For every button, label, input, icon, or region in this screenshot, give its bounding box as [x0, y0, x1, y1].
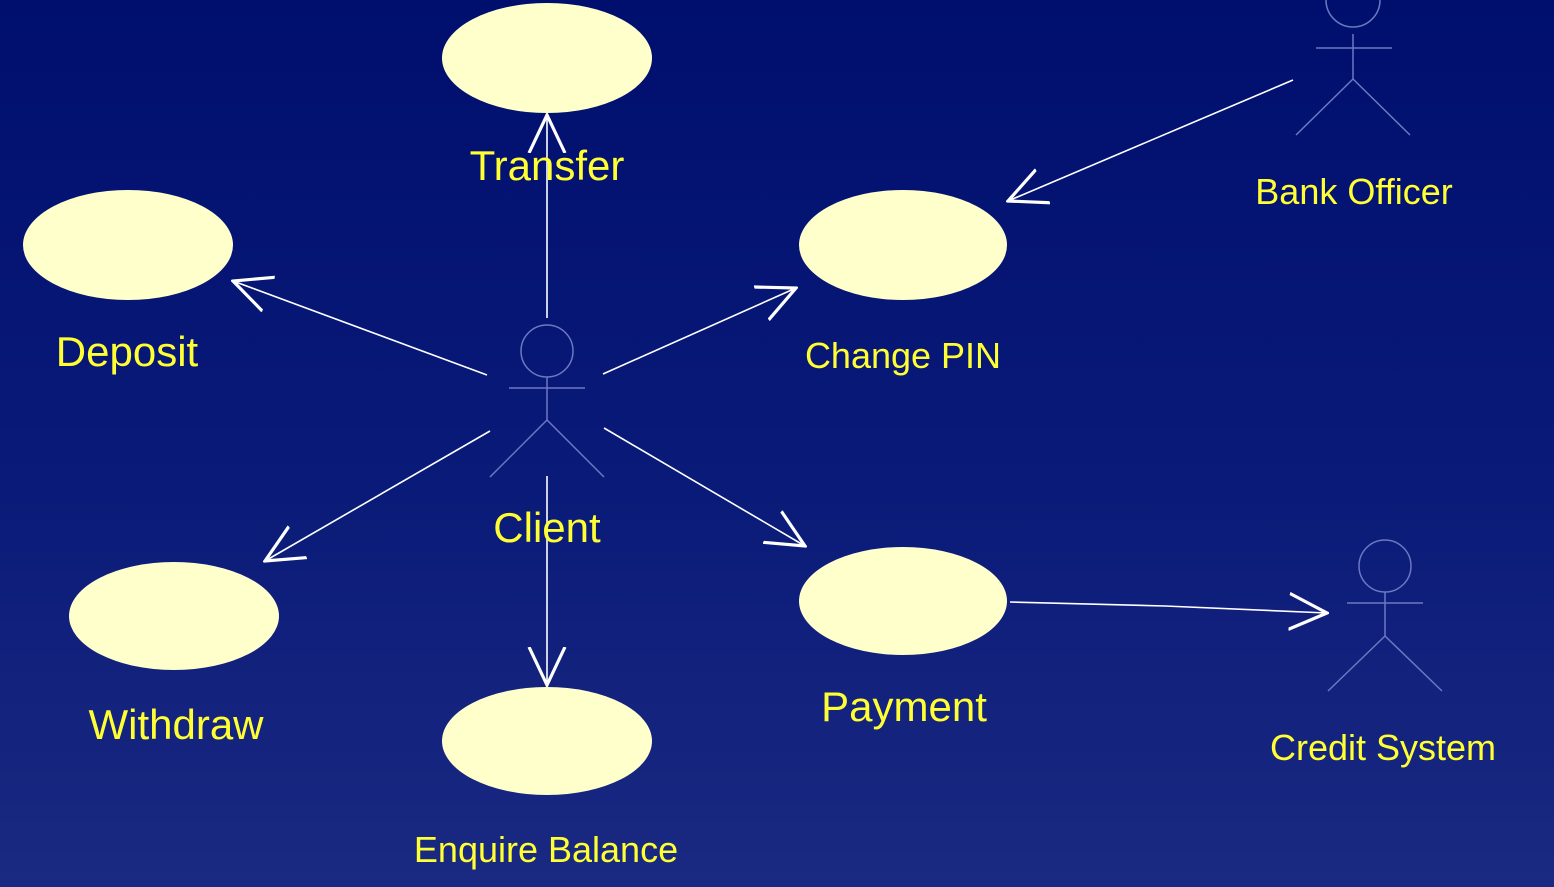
- usecase-label-enquire-balance: Enquire Balance: [413, 829, 679, 870]
- arrow-client-to-payment: [603, 427, 805, 546]
- usecase-label-payment: Payment: [821, 683, 987, 730]
- usecase-deposit[interactable]: [23, 190, 233, 300]
- usecase-transfer[interactable]: [442, 3, 652, 113]
- usecase-withdraw[interactable]: [69, 562, 279, 670]
- actor-label-client: Client: [493, 504, 601, 551]
- actor-label-bank-officer: Bank Officer: [1255, 171, 1453, 212]
- arrow-client-to-withdraw: [265, 430, 491, 561]
- actor-client-figure[interactable]: [489, 324, 605, 478]
- usecase-label-deposit: Deposit: [55, 328, 199, 375]
- actor-credit-system-figure[interactable]: [1327, 539, 1443, 692]
- arrow-client-to-change-pin: [602, 288, 796, 375]
- arrow-client-to-deposit: [233, 281, 488, 376]
- actor-bank-officer-figure[interactable]: [1295, 0, 1411, 136]
- usecase-change-pin[interactable]: [799, 190, 1007, 300]
- actor-label-credit-system: Credit System: [1269, 727, 1497, 768]
- usecase-enquire-balance[interactable]: [442, 687, 652, 795]
- arrow-payment-to-credit-system: [1009, 602, 1327, 613]
- usecase-payment[interactable]: [799, 547, 1007, 655]
- usecase-label-change-pin: Change PIN: [804, 335, 1002, 376]
- usecase-label-transfer: Transfer: [469, 142, 625, 189]
- usecase-label-withdraw: Withdraw: [88, 701, 264, 748]
- arrow-bank-officer-to-change-pin: [1008, 79, 1294, 201]
